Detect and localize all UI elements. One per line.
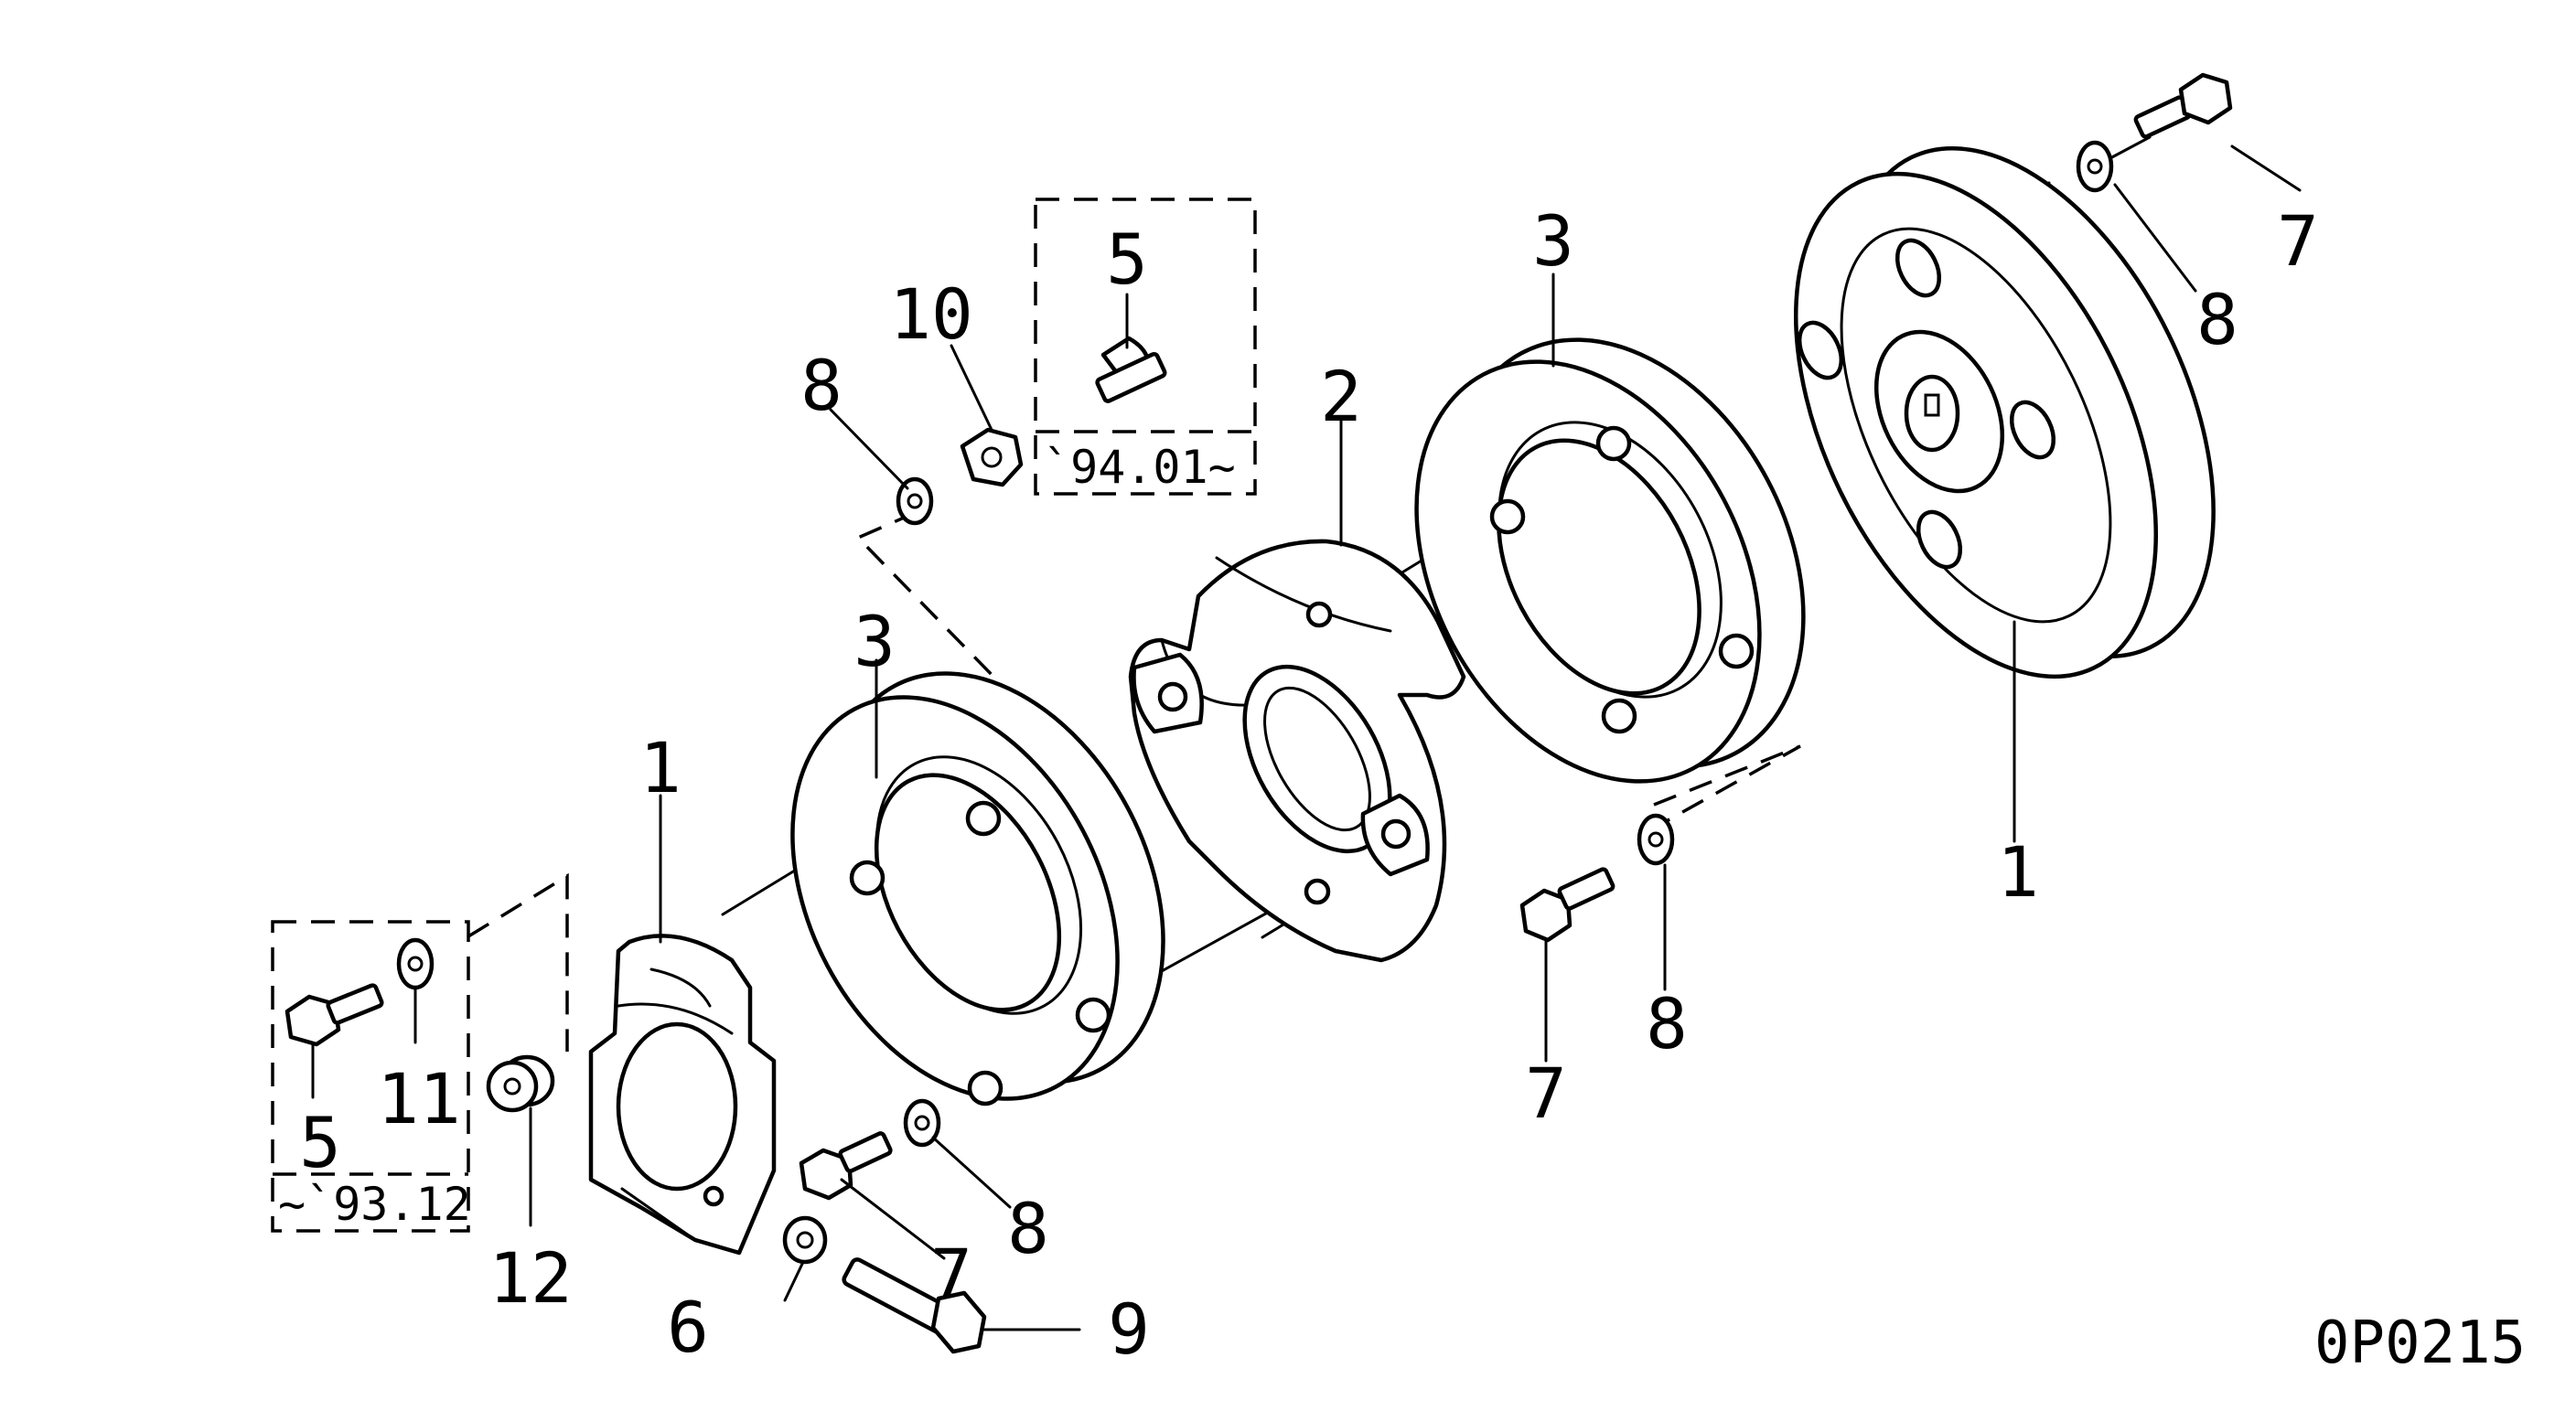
label-11: 11 <box>377 1058 461 1139</box>
part-bolt-top <box>1095 336 1167 403</box>
label-1-left: 1 <box>639 727 682 808</box>
part-long-bolt-9 <box>842 1257 987 1354</box>
label-3-left: 3 <box>853 601 896 682</box>
part-bolt-7-low <box>799 1131 893 1201</box>
label-2: 2 <box>1320 356 1362 437</box>
label-8-mid: 8 <box>1646 983 1688 1064</box>
part-washer-8-right <box>2076 140 2114 193</box>
part-elastic-ring-right <box>1414 337 1806 784</box>
label-8-low: 8 <box>1007 1188 1049 1269</box>
label-5-top: 5 <box>1106 219 1148 300</box>
label-10: 10 <box>889 273 973 355</box>
label-9: 9 <box>1108 1288 1150 1370</box>
date-range-labels: `94.01~ ~`93.12 <box>273 430 1255 1231</box>
part-bolt-7-mid <box>1519 867 1615 943</box>
part-bolt-left <box>284 983 384 1047</box>
part-washer-8-top <box>896 476 934 526</box>
part-washer-8-low <box>903 1098 941 1148</box>
part-hub-left <box>588 934 777 1256</box>
label-1-right: 1 <box>1997 831 2039 913</box>
label-12: 12 <box>488 1237 573 1319</box>
label-7-low: 7 <box>930 1234 972 1315</box>
label-7-mid: 7 <box>1525 1053 1567 1134</box>
part-washer-8-mid <box>1637 813 1675 866</box>
date-range-from-94-01: `94.01~ <box>1043 441 1236 494</box>
variant-box-93-12 <box>271 920 470 1233</box>
part-bolt-7-top <box>2133 72 2233 139</box>
callout-labels: 5 10 8 2 3 7 8 1 7 8 3 1 11 5 12 8 7 6 9 <box>299 200 2319 1370</box>
label-6: 6 <box>667 1287 709 1368</box>
part-coupling-spider <box>1128 539 1466 963</box>
part-key-12 <box>486 1054 555 1113</box>
part-flange-hub-right <box>1793 145 2216 679</box>
part-nut <box>960 427 1024 487</box>
leader-lines <box>311 144 2302 1331</box>
label-5-left: 5 <box>299 1102 341 1183</box>
label-8-top: 8 <box>800 345 843 426</box>
drawing-code: 0P0215 <box>2314 1309 2526 1377</box>
label-7-top: 7 <box>2277 200 2319 282</box>
part-washer-6 <box>782 1215 828 1265</box>
part-elastic-ring-left <box>790 671 1165 1106</box>
variant-box-94-01 <box>1034 198 1257 496</box>
label-8-upper: 8 <box>2196 279 2238 360</box>
date-range-until-93-12: ~`93.12 <box>278 1178 471 1231</box>
part-washer-11 <box>396 937 435 990</box>
label-3-right: 3 <box>1532 200 1574 282</box>
